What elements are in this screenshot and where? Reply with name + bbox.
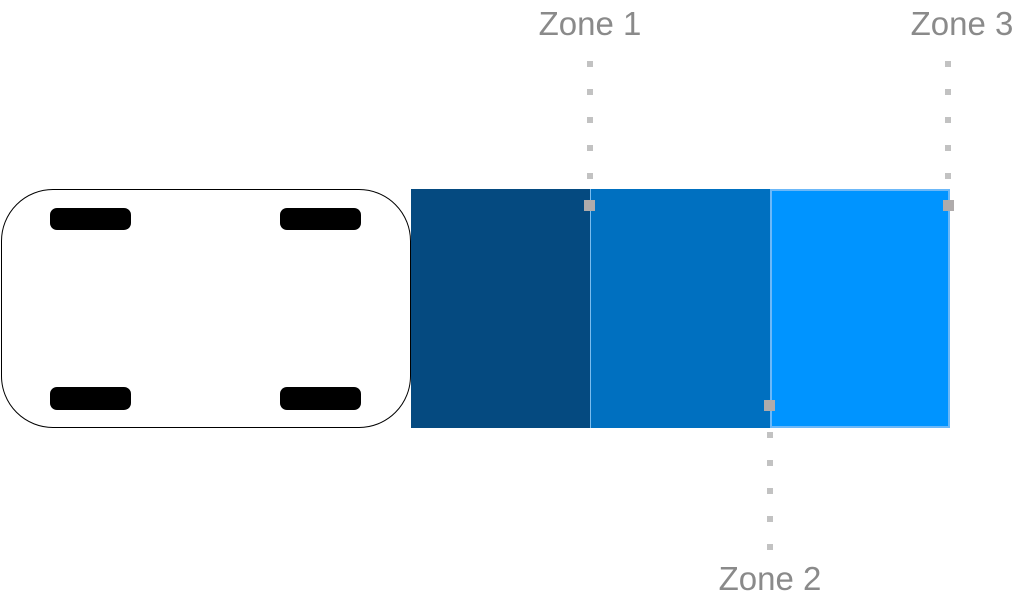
zone-1-rect[interactable] xyxy=(411,189,590,428)
zone-3-anchor-marker xyxy=(943,200,954,211)
zone-3-rect[interactable] xyxy=(770,189,950,428)
wheel-top-left-icon xyxy=(50,208,131,230)
zone-2-label: Zone 2 xyxy=(718,560,822,597)
zone-3-leader-line xyxy=(945,61,951,181)
wheel-bottom-left-icon xyxy=(50,387,131,410)
zone-2-leader-line xyxy=(767,432,773,552)
zone-1-label: Zone 1 xyxy=(538,5,642,42)
zone-3-label: Zone 3 xyxy=(910,5,1014,42)
vehicle-top-view[interactable] xyxy=(1,189,411,428)
zone-1-leader-line xyxy=(587,61,593,181)
zone-2-rect[interactable] xyxy=(590,189,770,428)
wheel-top-right-icon xyxy=(280,208,361,230)
zone-2-anchor-marker xyxy=(764,400,775,411)
zone-1-anchor-marker xyxy=(584,200,595,211)
wheel-bottom-right-icon xyxy=(280,387,361,410)
